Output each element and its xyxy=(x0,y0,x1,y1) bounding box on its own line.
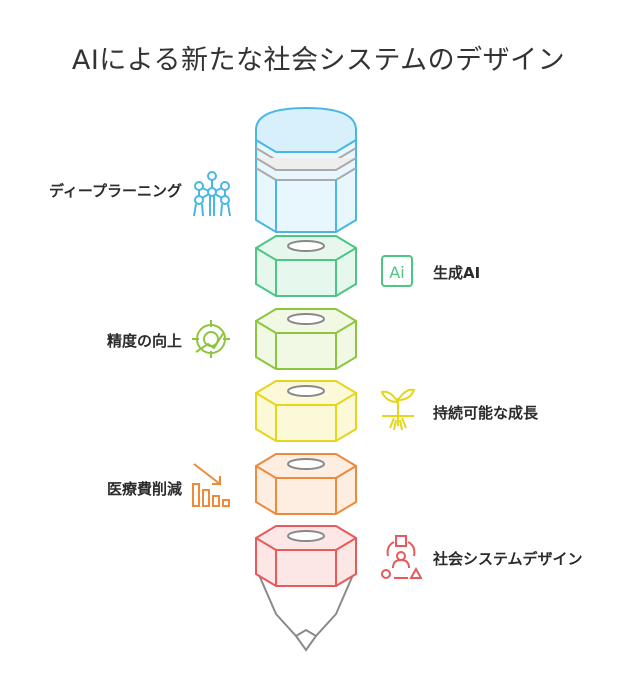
yellow-segment xyxy=(255,380,357,442)
green-segment xyxy=(255,235,357,297)
neural-network-icon xyxy=(193,171,231,217)
red-segment xyxy=(255,525,357,652)
community-icon xyxy=(381,535,422,579)
label-social-system-design: 社会システムデザイン xyxy=(433,550,583,568)
orange-segment xyxy=(255,453,357,515)
page-title: AIによる新たな社会システムのデザイン xyxy=(71,45,566,76)
target-icon xyxy=(192,320,230,358)
lime-segment xyxy=(255,308,357,370)
sprout-icon xyxy=(380,388,416,431)
ai-icon-text: Ai xyxy=(389,263,404,282)
ai-icon: Ai xyxy=(381,255,413,287)
label-accuracy-improvement: 精度の向上 xyxy=(106,332,182,350)
label-deep-learning: ディープラーニング xyxy=(48,182,182,200)
label-sustainable-growth: 持続可能な成長 xyxy=(433,404,539,422)
eraser-cap xyxy=(255,106,357,233)
label-medical-cost-reduction: 医療費削減 xyxy=(106,480,182,498)
label-generative-ai: 生成AI xyxy=(433,264,481,282)
declining-chart-icon xyxy=(192,463,230,507)
